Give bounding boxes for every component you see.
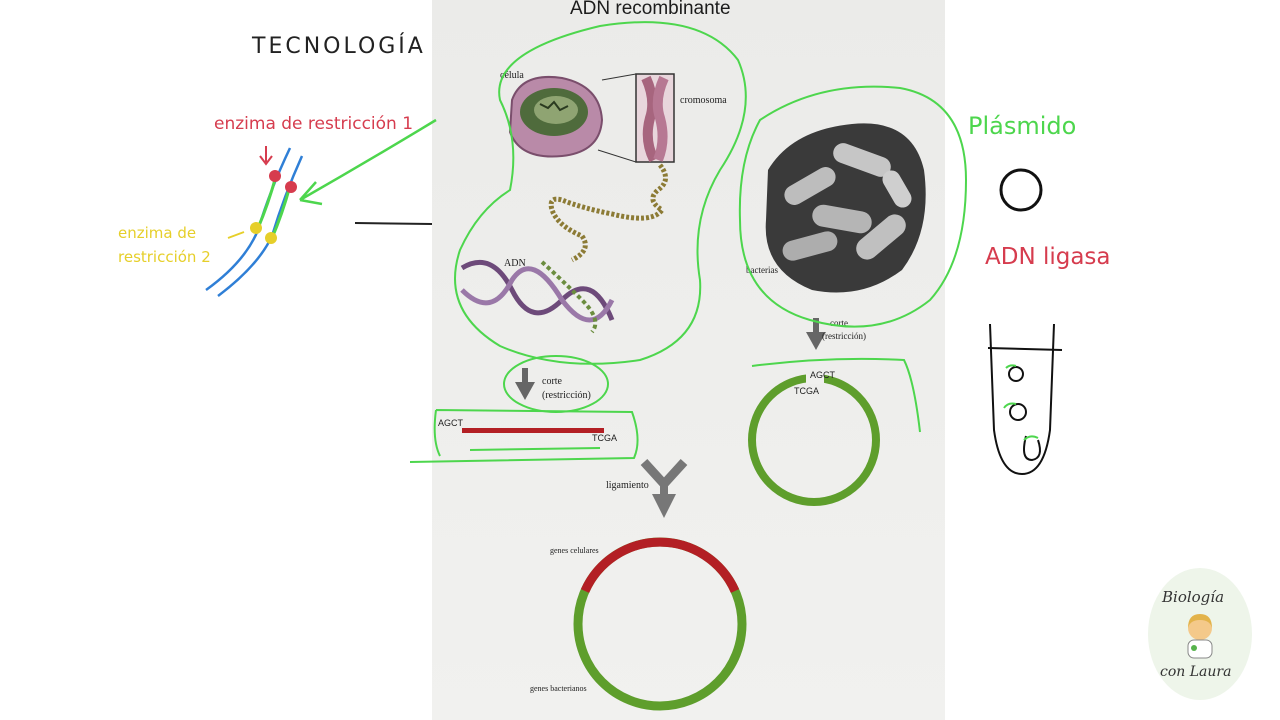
plasmid-ring [748,374,880,506]
ligation-label: ligamiento [606,480,649,491]
cell-label: célula [500,70,524,81]
cut-label-right-2: (restricción) [822,331,866,341]
plasmid-note: Plásmido [968,112,1077,140]
dna-label: ADN [504,258,526,269]
chromosome-label: cromosoma [680,95,727,106]
dna-strand-sketch [205,146,304,297]
cell-illustration [508,76,604,158]
ligation-arrow [640,458,688,518]
test-tube-sketch [987,323,1063,476]
recombinant-dna-figure: ADN recombinante célula cromosoma ADN ba… [432,0,945,720]
logo-avatar-icon [1187,614,1213,659]
cut-label-left-1: corte [542,376,562,387]
notes-title: TECNOLOGÍA [252,34,426,59]
tcga-label-left: TCGA [592,433,618,443]
cut-arrow-left [515,368,535,400]
bacteria-micrograph [765,123,926,293]
logo-text-top: Biología [1162,588,1225,606]
cell-genes-label: genes celulares [550,546,599,555]
dna-helix [460,259,615,334]
ligase-note: ADN ligasa [985,244,1111,270]
enzyme-2-note-line1: enzima de [118,224,197,242]
chromosome-illustration [597,73,675,163]
cut-label-left-2: (restricción) [542,390,591,401]
biologia-con-laura-logo: Biología con Laura [1148,568,1252,700]
logo-text-bottom: con Laura [1160,664,1232,680]
cut-label-right-1: corte [830,318,848,328]
figure-illustration [460,73,926,711]
agct-label-left: AGCT [438,418,464,428]
enzyme-1-note: enzima de restricción 1 [214,114,414,134]
chromatin-coil [548,163,668,263]
tcga-label-right: TCGA [794,386,820,396]
dna-insert-fragment [462,428,604,433]
bacteria-label: bacterias [746,265,778,275]
bacterial-genes-label: genes bacterianos [530,684,587,693]
plasmid-symbol [999,168,1043,212]
agct-label-right: AGCT [810,370,836,380]
dash-line [354,222,433,225]
recombinant-insert-arc [580,537,740,593]
enzyme-2-note-line2: restricción 2 [118,248,211,266]
figure-title: ADN recombinante [570,0,731,19]
